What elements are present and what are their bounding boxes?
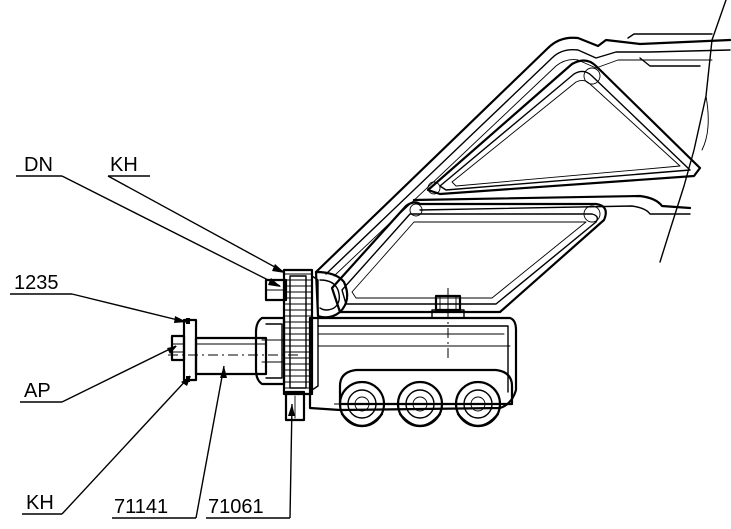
label-71061: 71061 <box>208 496 264 518</box>
label-1235: 1235 <box>14 272 59 294</box>
arrow-71061 <box>288 404 295 416</box>
frame-arm <box>314 0 731 314</box>
arrow-ap <box>167 346 177 354</box>
roller-group <box>334 368 514 428</box>
arrow-kh-bottom <box>181 376 191 386</box>
label-ap: AP <box>24 380 51 402</box>
label-dn: DN <box>24 154 53 176</box>
label-kh-top: KH <box>110 154 138 176</box>
arrow-dn <box>268 278 281 287</box>
shaft-assembly <box>168 316 300 386</box>
leader-lines <box>10 175 293 519</box>
arrowheads <box>167 264 295 416</box>
part-labels: DN KH 1235 AP KH 71141 71061 <box>14 154 264 518</box>
arrow-kh-top <box>272 264 285 273</box>
label-71141: 71141 <box>114 496 168 518</box>
arrow-71141 <box>220 366 227 378</box>
label-kh-bottom: KH <box>26 492 54 514</box>
arrow-1235 <box>174 316 187 323</box>
